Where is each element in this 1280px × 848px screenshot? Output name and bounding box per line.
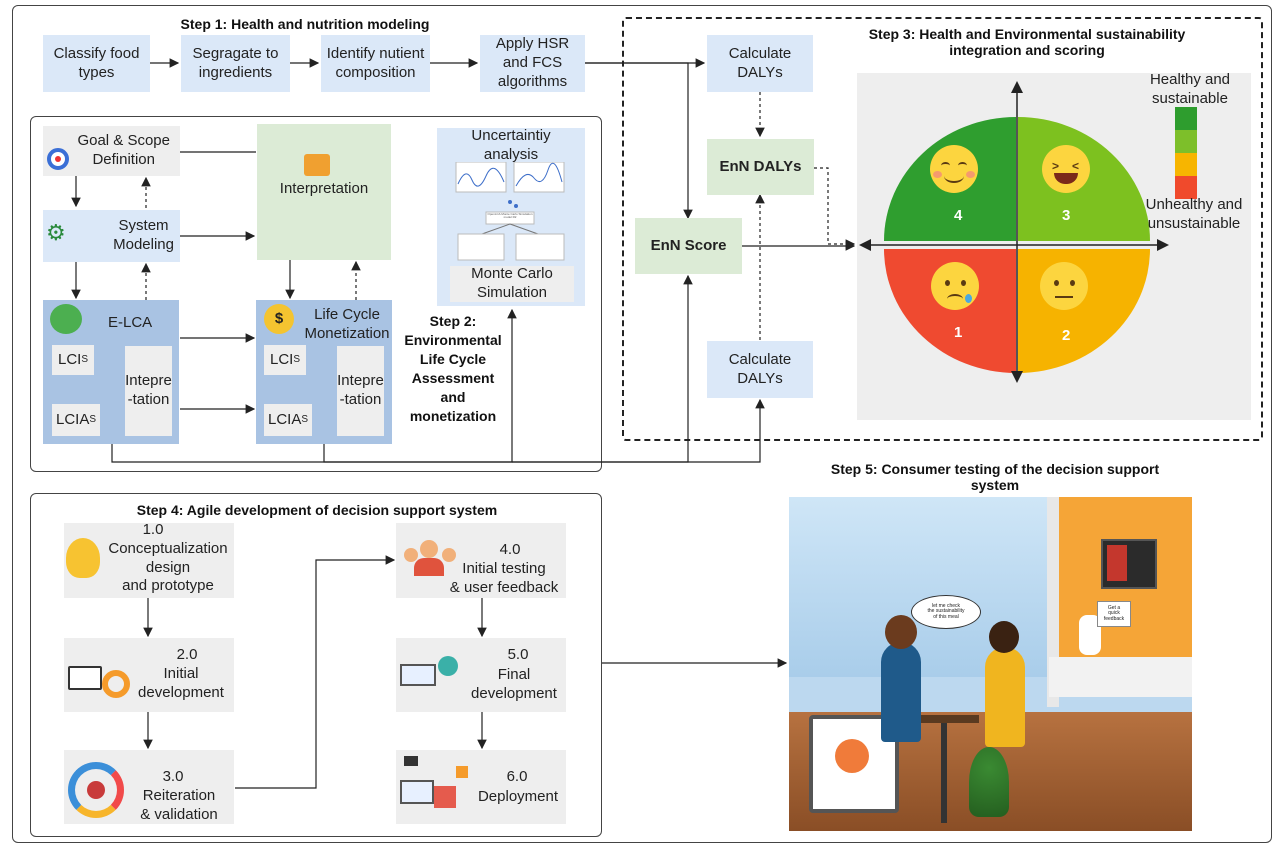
laptop-tools-icon xyxy=(400,656,464,692)
step4-item-4-text: Initial testing & user feedback xyxy=(449,560,559,596)
lcia-right-label: LCIA xyxy=(267,410,302,428)
calc-dalys-top-box: Calculate DALYs xyxy=(707,35,813,92)
system-modeling-box: System Modeling xyxy=(43,210,180,262)
apply-hsr-fcs-box: Apply HSR and FCS algorithms xyxy=(480,35,585,92)
legend-color-2 xyxy=(1175,130,1197,153)
cafe-table-leg xyxy=(941,723,947,823)
menu-board xyxy=(1101,539,1157,589)
lcia-left-sub: S xyxy=(89,413,97,425)
chef xyxy=(1079,615,1101,655)
intepretation-left-box: Intepre -tation xyxy=(125,346,172,436)
money-hand-icon: $ xyxy=(264,304,294,334)
interpretation-label: Interpretation xyxy=(279,180,369,197)
legend-top-label: Healthy and sustainable xyxy=(1149,71,1231,107)
step2-title: Step 2: Environmental Life Cycle Assessm… xyxy=(404,313,502,425)
outer-frame xyxy=(12,5,1272,843)
laughing-face-icon: > < xyxy=(1042,145,1090,193)
step4-item-3-num: 3.0 xyxy=(162,767,184,785)
identify-nutrient-box: Identify nutient composition xyxy=(321,35,430,92)
ecology-icon xyxy=(50,304,82,334)
cafe-counter xyxy=(1049,657,1192,697)
quadrant-4-label: 4 xyxy=(954,207,963,224)
feedback-sign: Get a quick feedback xyxy=(1097,601,1131,627)
enn-dalys-box: EnN DALYs xyxy=(707,139,814,195)
lci-left-sub: S xyxy=(81,353,88,365)
cafe-table xyxy=(913,715,979,723)
step4-item-6-num: 6.0 xyxy=(506,767,528,785)
lci-left-label: LCI xyxy=(57,350,82,368)
code-gear-icon xyxy=(68,660,132,700)
uncertainty-label: Uncertaintiy analysis xyxy=(471,127,551,163)
lcm-label: Life Cycle Monetization xyxy=(304,306,390,342)
team-users-icon xyxy=(404,534,456,578)
step5-title: Step 5: Consumer testing of the decision… xyxy=(830,461,1160,493)
uncertainty-distribution-charts xyxy=(455,162,565,261)
calc-dalys-bottom-box: Calculate DALYs xyxy=(707,341,813,398)
step4-title: Step 4: Agile development of decision su… xyxy=(136,502,498,518)
lightbulb-icon xyxy=(66,538,100,578)
classify-food-types-box: Classify food types xyxy=(43,35,150,92)
legend-color-1 xyxy=(1175,107,1197,130)
step4-item-4-num: 4.0 xyxy=(499,540,521,558)
smiling-face-icon xyxy=(930,145,978,193)
legend-bottom-label: Unhealthy and unsustainable xyxy=(1145,196,1243,232)
lcia-right-sub: S xyxy=(301,413,309,425)
system-modeling-label: System Modeling xyxy=(113,217,174,253)
segregate-ingredients-box: Segragate to ingredients xyxy=(181,35,290,92)
goal-scope-box: Goal & Scope Definition xyxy=(43,126,180,176)
neutral-face-icon xyxy=(1040,262,1088,310)
deployment-devices-icon xyxy=(400,756,472,812)
cafe-window-frame xyxy=(1047,497,1059,707)
plant xyxy=(969,747,1009,817)
person-2 xyxy=(985,647,1025,747)
sad-face-icon xyxy=(931,262,979,310)
monte-carlo-box: Monte Carlo Simulation xyxy=(450,265,574,302)
quadrant-1 xyxy=(884,249,1016,373)
step4-item-2-num: 2.0 xyxy=(176,645,198,663)
lci-right-label: LCI xyxy=(269,350,294,368)
quadrant-2 xyxy=(1018,249,1150,373)
step4-item-5-text: Final development xyxy=(471,666,557,702)
presentation-icon xyxy=(304,154,330,176)
step4-frame xyxy=(30,493,602,837)
enn-score-box: EnN Score xyxy=(635,218,742,274)
lcia-left-label: LCIA xyxy=(55,410,90,428)
step4-item-3-text: Reiteration & validation xyxy=(140,787,218,823)
step4-item-1-num: 1.0 xyxy=(142,520,164,538)
goal-scope-label: Goal & Scope Definition xyxy=(77,132,170,168)
target-icon xyxy=(47,148,69,170)
speech-bubble: let me check the sustainability of this … xyxy=(911,595,981,629)
step3-title: Step 3: Health and Environmental sustain… xyxy=(868,26,1186,58)
step4-item-1-text: Conceptualization design and prototype xyxy=(108,539,228,595)
legend-color-3 xyxy=(1175,153,1197,176)
quadrant-2-label: 2 xyxy=(1062,327,1071,344)
person-1 xyxy=(881,642,921,742)
quadrant-1-label: 1 xyxy=(954,324,963,341)
step1-title: Step 1: Health and nutrition modeling xyxy=(180,16,430,32)
legend-color-scale xyxy=(1175,107,1197,199)
intepretation-right-box: Intepre -tation xyxy=(337,346,384,436)
elca-label: E-LCA xyxy=(108,314,153,331)
legend-color-4 xyxy=(1175,176,1197,199)
person-2-head xyxy=(989,621,1019,653)
monte-carlo-chart-caption: OpenLCA Monte Carlo Simulation model R2 xyxy=(487,213,533,219)
step4-item-5-num: 5.0 xyxy=(507,645,529,663)
step3-frame xyxy=(622,17,1263,441)
gears-network-icon: ⚙ xyxy=(46,220,66,245)
step4-item-2-text: Initial development xyxy=(138,665,224,701)
cycle-gear-icon xyxy=(68,762,124,818)
lci-right-sub: S xyxy=(293,353,300,365)
step4-item-6-text: Deployment xyxy=(477,787,559,805)
quadrant-3-label: 3 xyxy=(1062,207,1071,224)
cafe-illustration: let me check the sustainability of this … xyxy=(789,497,1192,831)
interpretation-box: Interpretation xyxy=(257,124,391,260)
person-1-head xyxy=(885,615,917,649)
